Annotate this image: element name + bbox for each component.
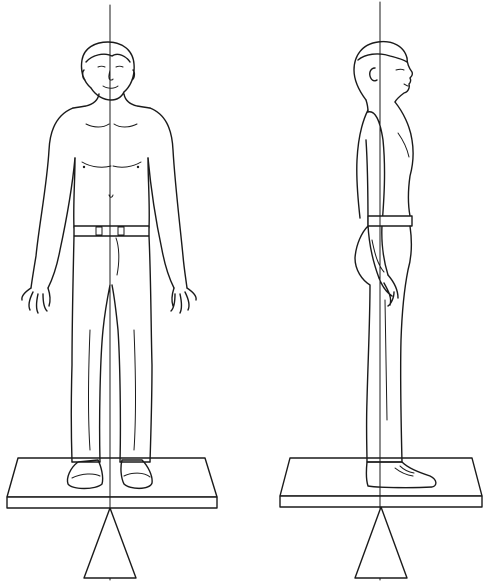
side-head xyxy=(354,42,412,112)
side-arm xyxy=(366,112,398,306)
side-view-panel xyxy=(280,2,482,580)
side-fulcrum-triangle xyxy=(355,507,407,578)
front-arms xyxy=(31,108,187,288)
front-platform xyxy=(7,458,217,508)
front-head xyxy=(81,42,134,100)
front-fulcrum-triangle xyxy=(84,508,136,578)
front-trousers xyxy=(71,226,152,462)
front-torso xyxy=(73,94,150,228)
front-view-panel xyxy=(7,5,217,580)
